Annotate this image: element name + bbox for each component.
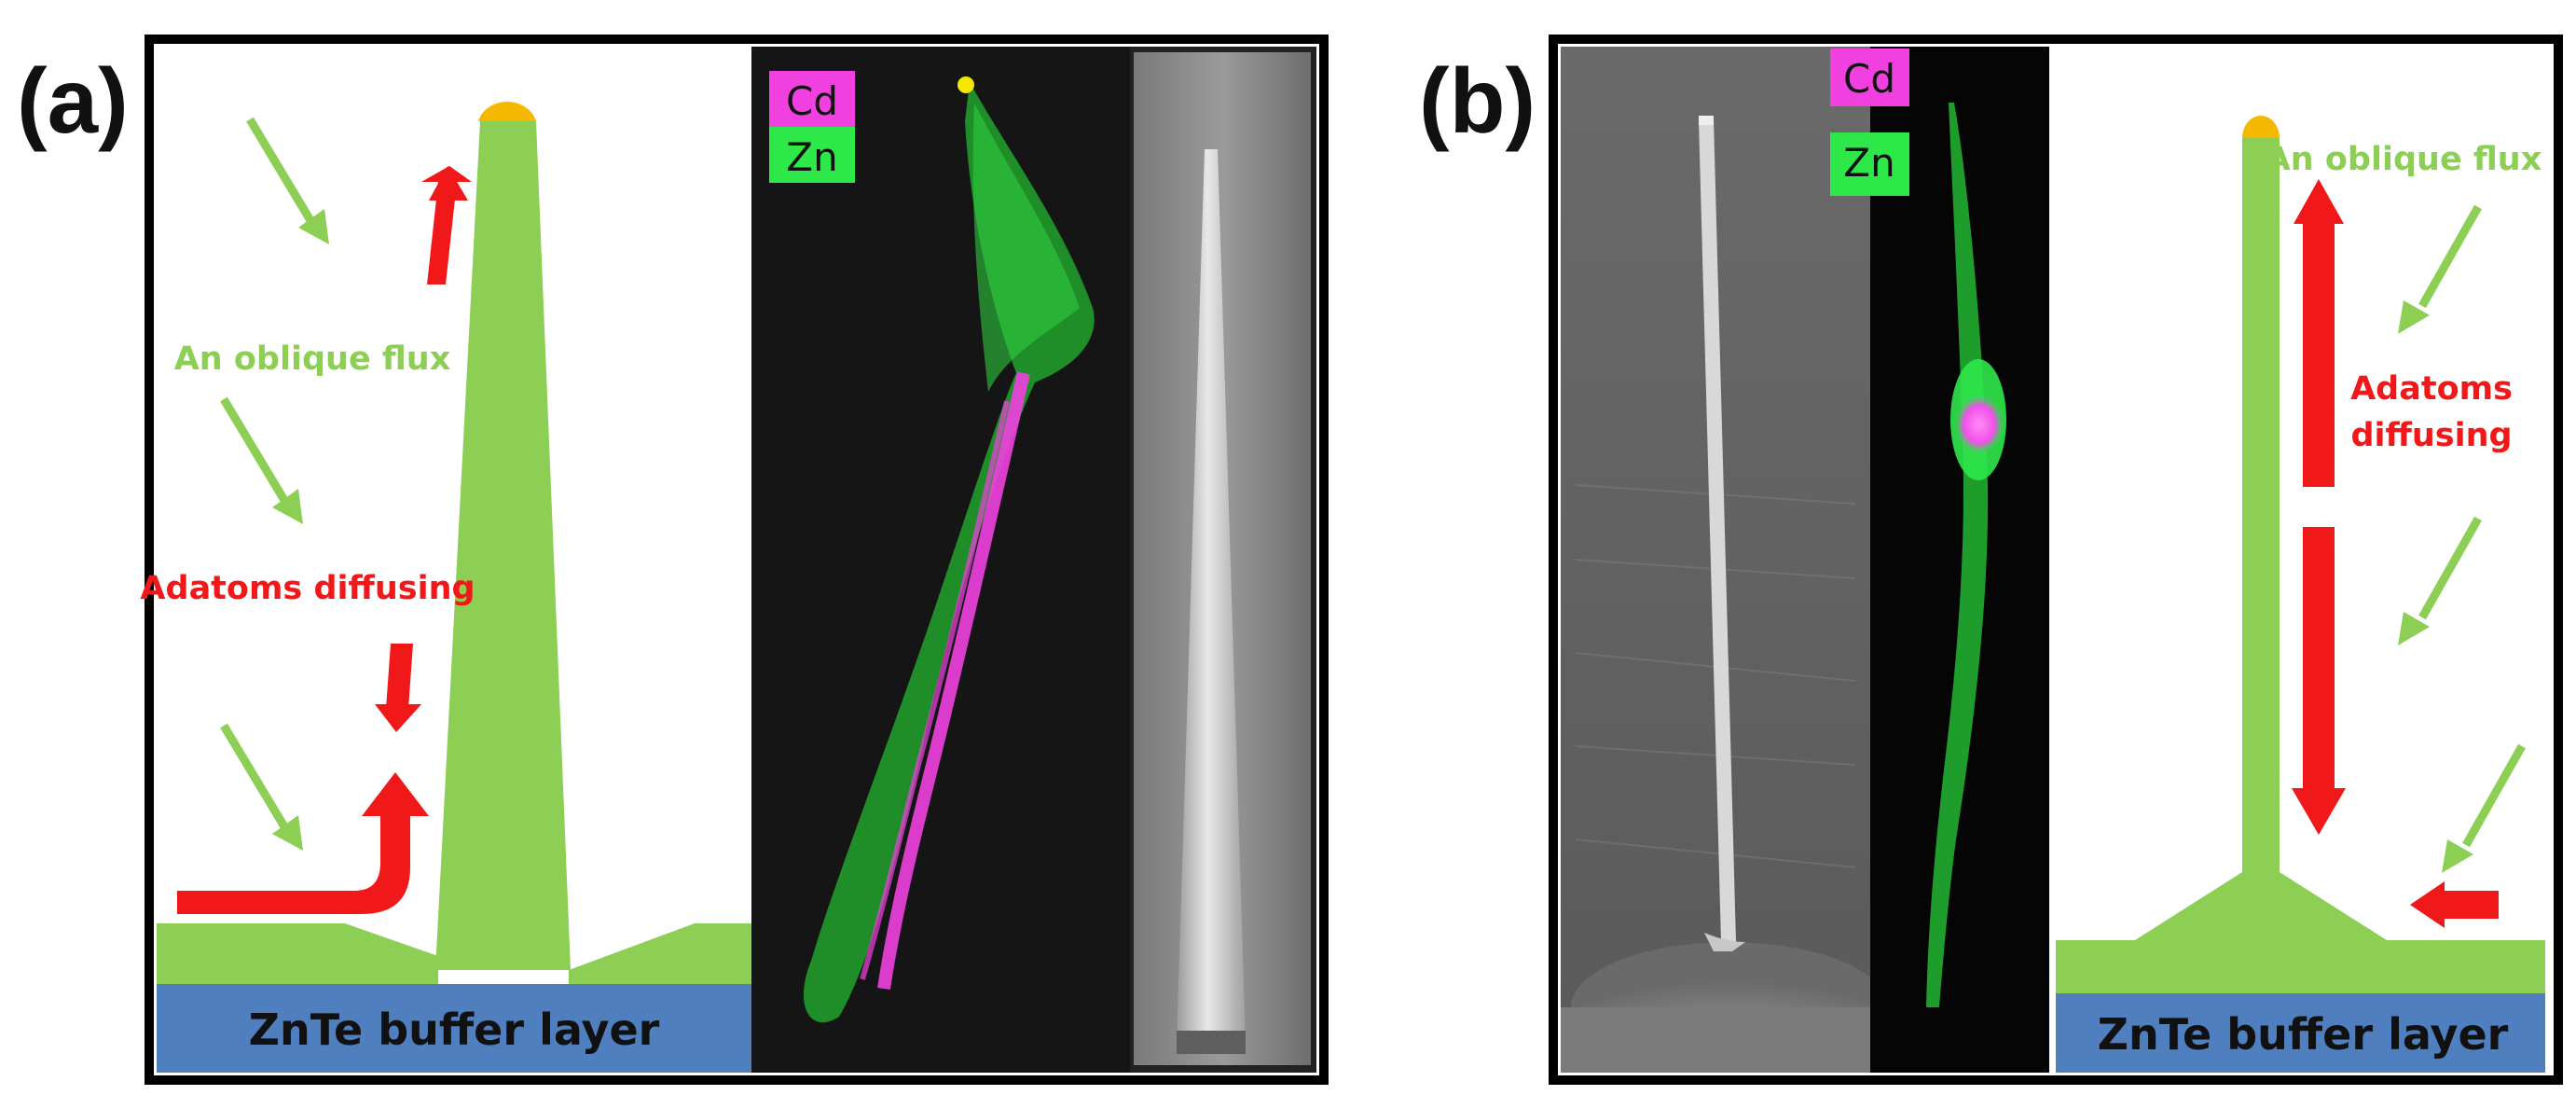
sem-image-a [1130, 47, 1316, 1073]
schematic-a: ZnTe buffer layer An oblique flux [140, 47, 751, 1073]
eds-cd-region-b [1953, 393, 2005, 456]
diffusing-label-a: Adatoms diffusing [140, 570, 475, 607]
buffer-label: ZnTe buffer layer [249, 1005, 660, 1055]
nanowire-straight [2242, 138, 2280, 884]
sem-wire-a [1177, 149, 1246, 1045]
legend-zn-b: Zn [1843, 140, 1894, 186]
schematic-b: ZnTe buffer layer An oblique flux Ad [2049, 47, 2551, 1073]
flux-arrows-a [220, 117, 329, 851]
flux-label-a: An oblique flux [174, 340, 451, 378]
diffusing-label-b-line1: Adatoms [2350, 370, 2513, 408]
legend-zn-a: Zn [786, 134, 837, 180]
legend-cd-swatch-b [1830, 49, 1909, 106]
panel-a-label: (a) [17, 49, 129, 152]
buffer-layer [157, 984, 751, 1073]
wetting-layer-b [2056, 872, 2545, 993]
buffer-label-b: ZnTe buffer layer [2098, 1009, 2509, 1060]
buffer-layer-b [2056, 993, 2545, 1073]
panel-b: Cd Zn ZnTe buffer layer An oblique flux [1549, 35, 2563, 1085]
catalyst-droplet [478, 101, 536, 121]
panel-a: ZnTe buffer layer An oblique flux [140, 35, 1329, 1085]
panel-b-label: (b) [1419, 49, 1536, 152]
diffusing-label-b-line2: diffusing [2350, 417, 2512, 454]
sem-image-b [1561, 47, 1888, 1073]
eds-cd-core [877, 371, 1030, 991]
legend-cd-swatch-a [769, 71, 855, 127]
nanowire-tapered [435, 121, 571, 970]
eds-catalyst [957, 76, 974, 93]
catalyst-droplet-b [2242, 116, 2280, 138]
eds-wire-zn-b [1926, 103, 1989, 1007]
eds-map-b: Cd Zn [1830, 47, 2049, 1073]
eds-map-a: Cd Zn [751, 47, 1130, 1073]
legend-cd-a: Cd [786, 78, 838, 124]
diffusion-arrows-b [2292, 179, 2499, 928]
flux-label-b: An oblique flux [2266, 141, 2542, 178]
flux-arrows-b [2398, 204, 2526, 873]
legend-zn-swatch-b [1830, 132, 1909, 196]
diffusion-arrows-a [177, 166, 472, 914]
wetting-layer-right [569, 923, 751, 984]
legend-zn-swatch-a [769, 127, 855, 183]
wetting-layer-left [157, 923, 438, 984]
sem-wire-b [1699, 119, 1736, 942]
legend-cd-b: Cd [1843, 56, 1895, 102]
